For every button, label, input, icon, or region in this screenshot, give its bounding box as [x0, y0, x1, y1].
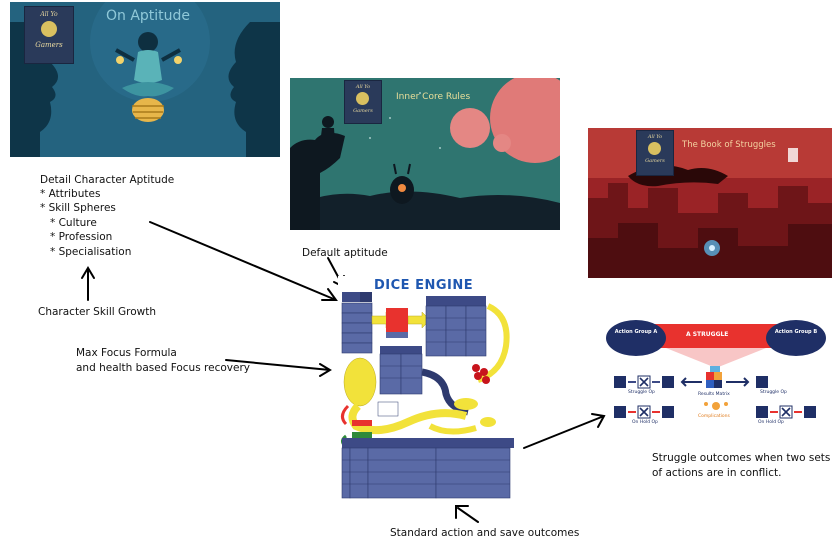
detail-item-skill-spheres: * Skill Spheres [40, 202, 116, 214]
detail-aptitude-title: Detail Character Aptitude [40, 174, 175, 186]
detail-item-profession: * Profession [50, 231, 113, 243]
logo-text-bottom: Gamers [35, 41, 63, 49]
skill-growth-label: Character Skill Growth [38, 306, 157, 318]
logo-text-top: All Yo [40, 11, 58, 18]
struggles-panel: All Yo Gamers The Book of Struggles [588, 128, 832, 278]
inner-core-panel: All Yo Gamers Inner Core Rules [290, 78, 560, 230]
detail-item-culture: * Culture [50, 217, 97, 229]
aptitude-logo: All Yo Gamers [24, 6, 74, 64]
group-b-label: Action Group B [774, 329, 818, 335]
struggles-artwork [588, 128, 832, 278]
struggle-outcome-line2: of actions are in conflict. [652, 467, 782, 479]
dice-engine-drawing [341, 292, 514, 499]
aptitude-panel: All Yo Gamers On Aptitude [10, 2, 280, 157]
dice-engine-sheet: DICE ENGINE [338, 276, 514, 502]
dice-engine-title: DICE ENGINE [374, 278, 474, 293]
complications-label: Complications [698, 414, 730, 419]
struggle-outcome-line1: Struggle outcomes when two sets [652, 452, 831, 464]
arrow-standard-action [455, 505, 479, 523]
on-hold-left-label: On Hold Op [632, 420, 658, 425]
inner-core-logo: All Yo Gamers [344, 80, 382, 124]
struggle-op-left-label: Struggle Op [628, 390, 655, 395]
struggle-banner-label: A STRUGGLE [686, 331, 729, 338]
focus-formula-label: Max Focus Formula [76, 347, 177, 359]
arrow-detail-to-engine [149, 221, 338, 301]
struggles-title: The Book of Struggles [682, 140, 776, 150]
logo-text-bottom: Gamers [353, 108, 373, 114]
group-a-label: Action Group A [614, 329, 658, 335]
struggle-drawing [606, 320, 826, 419]
detail-item-attributes: * Attributes [40, 188, 101, 200]
logo-emblem-icon [648, 142, 661, 155]
inner-core-artwork [290, 78, 560, 230]
logo-text-top: All Yo [355, 84, 371, 90]
focus-recovery-label: and health based Focus recovery [76, 362, 250, 374]
logo-emblem-icon [356, 92, 369, 105]
logo-emblem-icon [41, 21, 57, 37]
standard-action-label: Standard action and save outcomes [390, 527, 580, 539]
default-aptitude-label: Default aptitude [302, 247, 388, 259]
struggles-logo: All Yo Gamers [636, 130, 674, 176]
on-hold-right-label: On Hold Op [758, 420, 784, 425]
arrow-skill-growth [81, 266, 95, 301]
struggle-op-right-label: Struggle Op [760, 390, 787, 395]
arrow-to-struggle [523, 413, 606, 449]
logo-text-bottom: Gamers [645, 158, 665, 164]
struggle-diagram: Action Group A Action Group B A STRUGGLE… [606, 318, 826, 436]
inner-core-title: Inner Core Rules [396, 92, 471, 102]
logo-text-top: All Yo [647, 134, 663, 140]
aptitude-title: On Aptitude [106, 8, 191, 24]
results-matrix-label: Results Matrix [698, 392, 730, 397]
detail-item-specialisation: * Specialisation [50, 246, 132, 258]
